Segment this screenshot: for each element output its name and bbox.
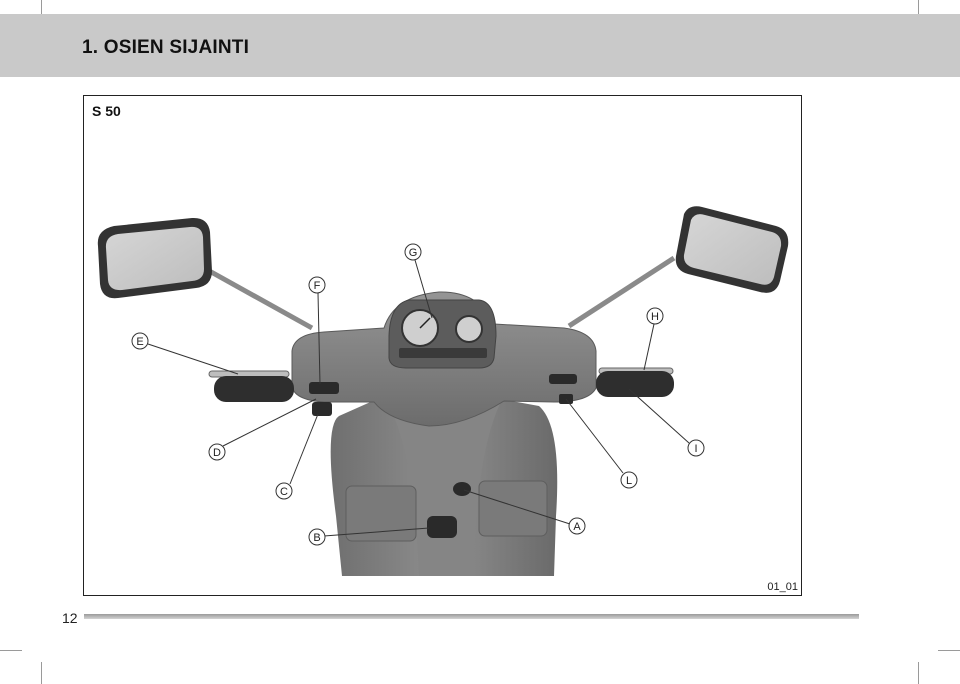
fuel-gauge <box>455 315 483 343</box>
crop-mark <box>938 650 960 651</box>
svg-text:E: E <box>136 336 143 348</box>
left-grip <box>214 376 294 402</box>
section-title: 1. OSIEN SIJAINTI <box>82 37 250 58</box>
svg-text:I: I <box>694 443 697 455</box>
crop-mark <box>0 650 22 651</box>
leader-lines <box>147 259 690 537</box>
svg-text:G: G <box>409 247 418 259</box>
callout-B: B <box>308 528 326 546</box>
callout-G: G <box>404 243 422 261</box>
warning-lights <box>399 348 487 358</box>
glovebox-right <box>478 480 548 537</box>
headset-neck <box>384 396 504 576</box>
crop-mark <box>918 662 919 684</box>
header-band <box>0 14 960 77</box>
page-number: 12 <box>62 610 78 626</box>
footer-rule <box>84 614 859 619</box>
glovebox-lock <box>427 516 457 538</box>
callout-H: H <box>646 307 664 325</box>
figure-frame: E F G H I D C B A L S 50 01_01 <box>83 95 802 596</box>
left-mirror <box>97 217 212 299</box>
scooter-handlebar-photo: E F G H I D C B A L <box>97 206 789 576</box>
svg-text:A: A <box>573 521 581 533</box>
svg-text:L: L <box>626 475 632 487</box>
svg-text:H: H <box>651 311 659 323</box>
right-mirror <box>675 206 789 293</box>
crop-mark <box>41 662 42 684</box>
callout-L: L <box>620 471 638 489</box>
figure-code: 01_01 <box>767 581 798 593</box>
crop-mark <box>918 0 919 22</box>
svg-text:F: F <box>314 280 321 292</box>
callout-C: C <box>275 482 293 500</box>
svg-text:C: C <box>280 486 288 498</box>
svg-text:B: B <box>313 532 320 544</box>
right-mirror-stalk <box>567 255 676 329</box>
right-grip <box>596 371 674 397</box>
right-switch <box>549 374 577 384</box>
callout-I: I <box>687 439 705 457</box>
glovebox-left <box>345 485 417 542</box>
callout-E: E <box>131 332 149 350</box>
callout-F: F <box>308 276 326 294</box>
model-label: S 50 <box>92 103 121 119</box>
left-switch-block <box>309 382 339 394</box>
svg-text:D: D <box>213 447 221 459</box>
left-lower-switch <box>312 402 332 416</box>
crop-mark <box>41 0 42 22</box>
callout-A: A <box>568 517 586 535</box>
left-mirror-stalk <box>202 265 314 331</box>
callout-D: D <box>208 443 226 461</box>
ignition-switch <box>453 482 471 496</box>
